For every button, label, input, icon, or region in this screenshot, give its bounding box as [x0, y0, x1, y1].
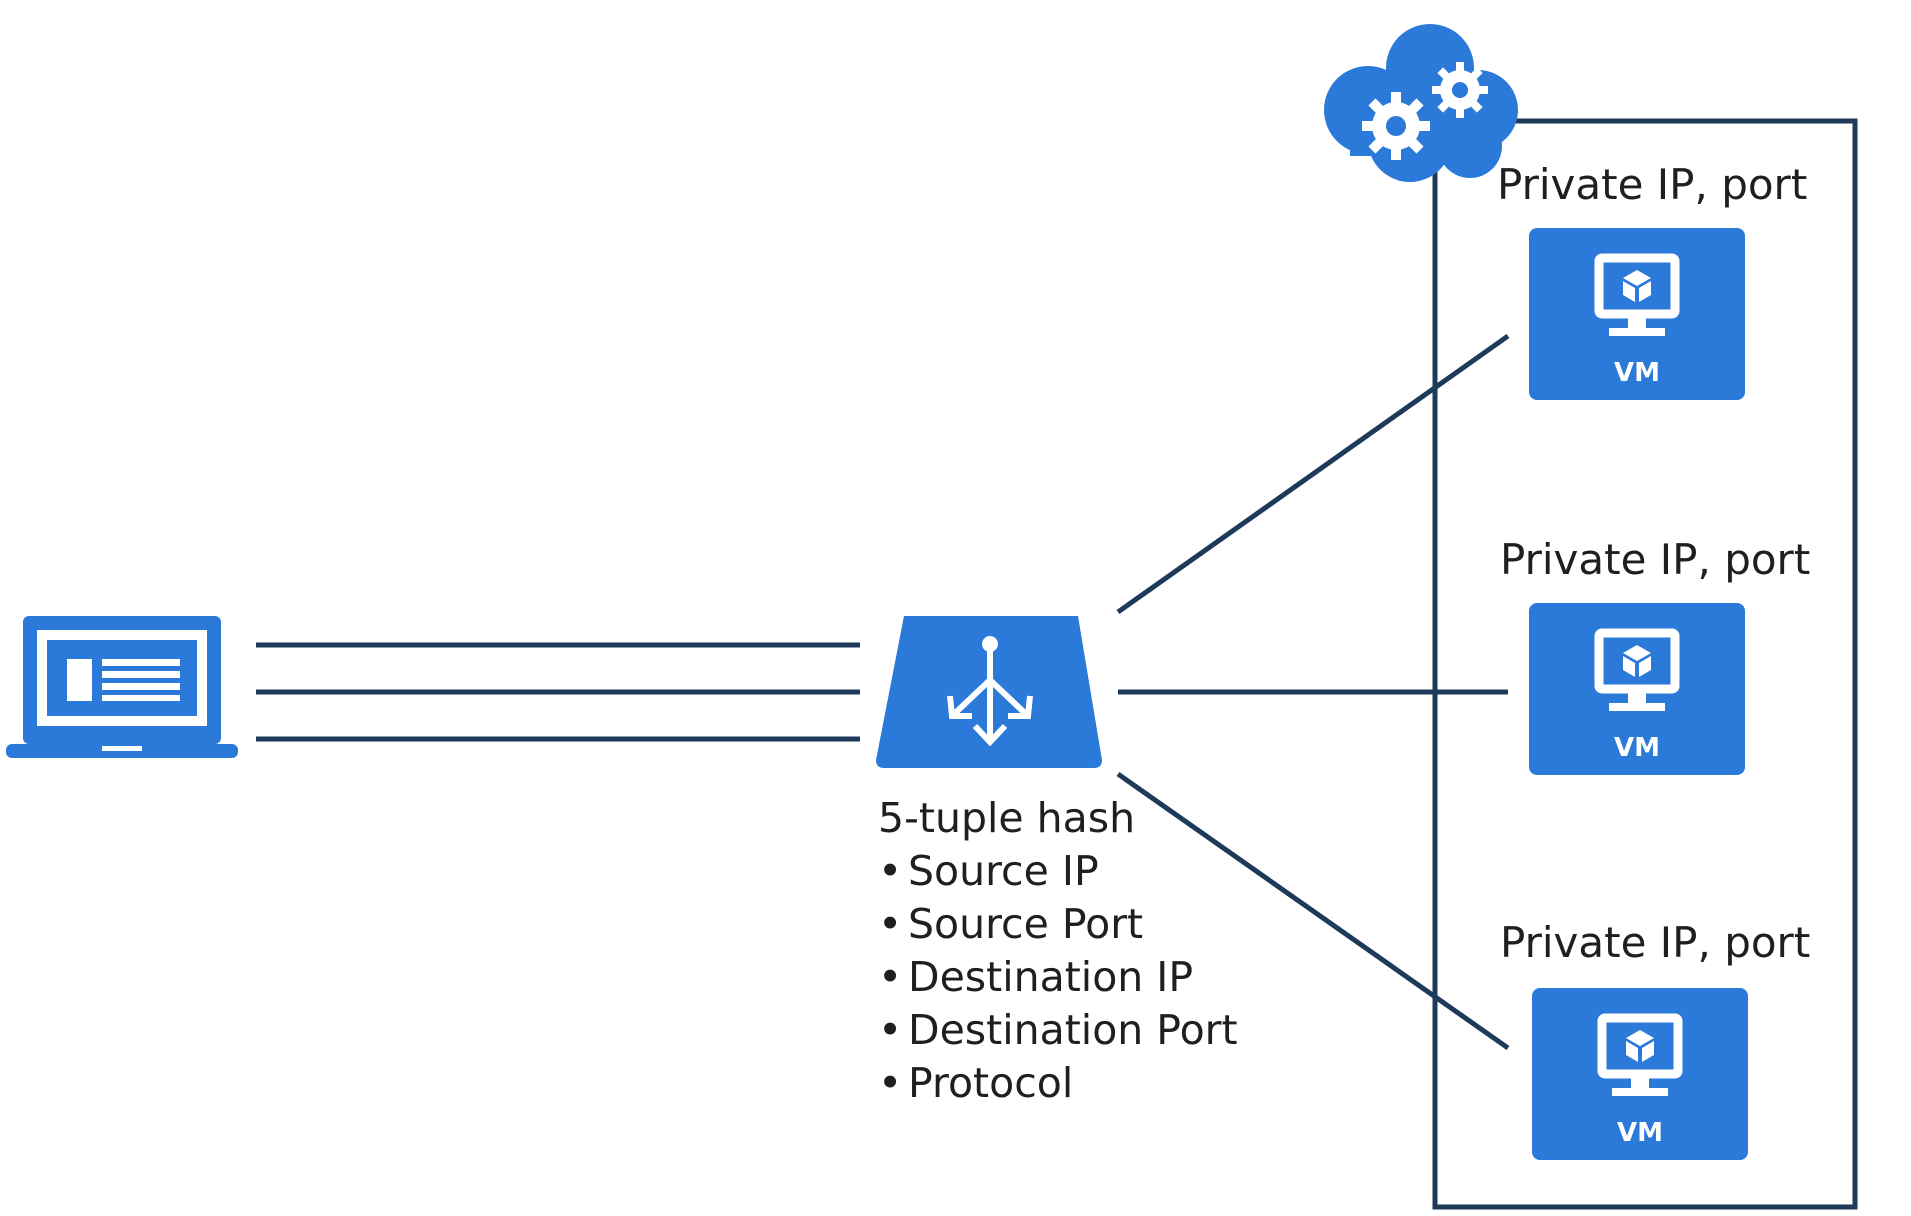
vm-caption: VM [1614, 733, 1660, 763]
vm-monitor-icon [1594, 628, 1680, 711]
vm-tile: VM [1529, 603, 1745, 775]
lb-to-vm-line [1116, 333, 1510, 615]
hash-field-list: Source IP Source Port Destination IP Des… [878, 845, 1238, 1110]
list-item: Protocol [878, 1057, 1238, 1110]
list-item: Destination Port [878, 1004, 1238, 1057]
vm-caption: VM [1617, 1118, 1663, 1148]
backend-pool-frame [1432, 118, 1858, 1210]
lb-to-vm-line [1116, 771, 1510, 1051]
vm-caption: VM [1614, 358, 1660, 388]
load-balancer-icon [876, 616, 1102, 768]
vm-tile: VM [1532, 988, 1748, 1160]
cloud-gears-icon [1324, 24, 1518, 182]
hash-title: 5-tuple hash [878, 794, 1136, 842]
vm-label: Private IP, port [1500, 535, 1811, 584]
vm-tile: VM [1529, 228, 1745, 400]
vm-label: Private IP, port [1500, 918, 1811, 967]
vm-label: Private IP, port [1497, 160, 1808, 209]
laptop-icon [6, 616, 238, 758]
list-item: Source Port [878, 898, 1238, 951]
vm-monitor-icon [1594, 253, 1680, 336]
vm-monitor-icon [1597, 1013, 1683, 1096]
list-item: Destination IP [878, 951, 1238, 1004]
list-item: Source IP [878, 845, 1238, 898]
